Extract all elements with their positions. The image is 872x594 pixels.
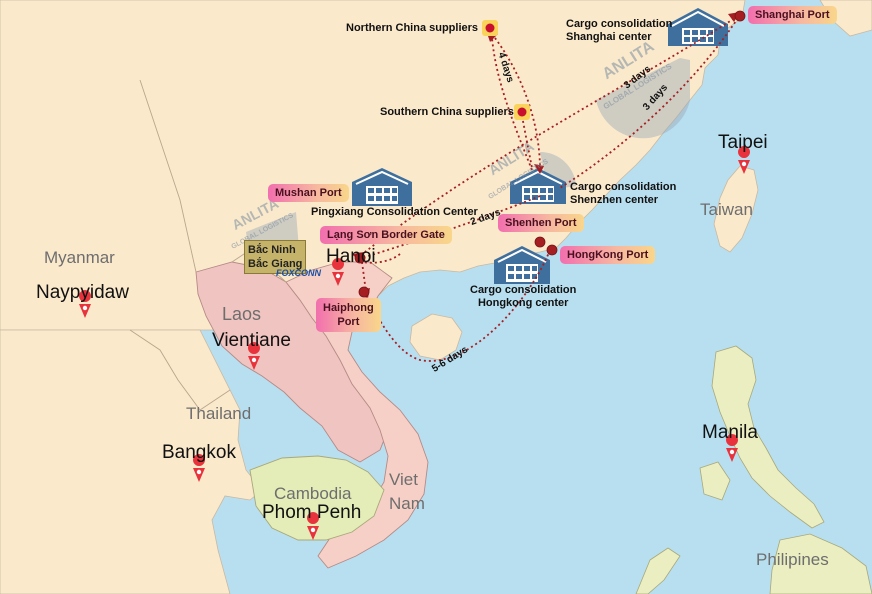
port-badge-haiphong-line2: Port [337, 316, 360, 328]
arrow-head-shenzhen [534, 164, 544, 174]
node-hongkong-port [546, 244, 558, 256]
warehouse-icon-hongkong [494, 246, 550, 284]
pin-icon-manila [726, 434, 739, 462]
city-label-naypyidaw: Naypyidaw [36, 282, 129, 303]
country-label-laos: Laos [222, 304, 262, 324]
node-hanoi [354, 252, 366, 264]
pin-icon-phnom-penh [307, 512, 320, 540]
country-label-thailand: Thailand [186, 404, 252, 423]
route-shanghai-to-hanoi [359, 15, 739, 257]
philippines-southern-islands [769, 533, 872, 594]
supplier-marker-northern [482, 20, 498, 36]
supplier-label-northern: Northern China suppliers [346, 22, 479, 34]
center-label-pingxiang: Pingxiang Consolidation Center [311, 206, 478, 218]
pin-icon-bangkok [193, 454, 206, 482]
center-label-shanghai-line2: Shanghai center [566, 31, 652, 43]
hainan-island [409, 313, 463, 361]
node-shenzhen-port [534, 236, 546, 248]
city-label-bangkok: Bangkok [162, 442, 236, 463]
pin-dot-taipei [741, 161, 747, 167]
myanmar-thailand-border [129, 329, 231, 411]
node-haiphong [358, 286, 370, 298]
city-label-vientiane: Vientiane [212, 330, 291, 351]
country-label-viet: Viet [389, 470, 418, 489]
city-label-phnom-penh: Phom Penh [262, 502, 362, 523]
route-northern-to-shenzhen [491, 33, 541, 171]
philippines-mindoro-island [699, 461, 731, 501]
warehouse-icon-pingxiang [352, 168, 412, 206]
cambodia-area [249, 455, 385, 541]
center-label-hongkong-line2: Hongkong center [477, 297, 569, 309]
port-badge-hongkong: HongKong Port [560, 246, 656, 264]
pin-dot-phnom-penh [310, 527, 316, 533]
country-label-cambodia: Cambodia [274, 484, 352, 503]
pin-dot-vientiane [251, 357, 257, 363]
supplier-marker-southern [514, 104, 530, 120]
pin-icon-naypyidaw [79, 290, 92, 318]
pin-icon-taipei [738, 146, 751, 174]
country-label-philippines: Philipines [756, 550, 829, 569]
city-label-manila: Manila [702, 422, 758, 443]
pin-icon-vientiane [248, 341, 261, 370]
country-label-myanmar: Myanmar [44, 248, 115, 267]
center-label-hongkong: Cargo consolidation Hongkong center [470, 284, 576, 310]
bac-ninh-label: Bắc Ninh [248, 244, 296, 256]
center-label-shanghai-line1: Cargo consolidation [566, 18, 673, 30]
country-label-nam: Nam [389, 494, 425, 513]
center-label-shenzhen-line1: Cargo consolidation [570, 181, 677, 193]
center-label-shanghai: Cargo consolidation Shanghai center [566, 18, 672, 44]
city-label-hanoi: Hanoi [326, 246, 376, 267]
pin-dot-naypyidaw [82, 305, 88, 311]
taiwan-island [713, 165, 759, 253]
center-label-shenzhen: Cargo consolidation Shenzhen center [570, 181, 676, 207]
bac-ninh-bac-giang-box: Bắc Ninh Bắc Giang [244, 240, 307, 274]
pin-icon-hanoi [332, 258, 345, 286]
pin-dot-bangkok [196, 469, 202, 475]
route-shanghai-to-shenzhen [559, 17, 739, 189]
pin-dot-hanoi [335, 273, 341, 279]
port-badge-shanghai: Shanghai Port [748, 6, 837, 24]
port-badge-shenzhen: Shenhen Port [498, 214, 584, 232]
warehouse-icon-shanghai [668, 8, 728, 46]
country-label-taiwan: Taiwan [700, 200, 753, 219]
center-label-shenzhen-line2: Shenzhen center [570, 194, 659, 206]
supplier-label-southern: Southern China suppliers [380, 106, 514, 118]
port-badge-mushan: Mushan Port [268, 184, 349, 202]
port-badge-haiphong-line1: Haiphong [323, 302, 374, 314]
node-shanghai [734, 10, 746, 22]
foxconn-logo: FOXCONN [276, 268, 321, 278]
pin-dot-manila [729, 449, 735, 455]
route-langson-to-hanoi [361, 253, 401, 264]
port-badge-haiphong: Haiphong Port [316, 298, 381, 332]
watermark-arc-shanghai [596, 58, 690, 139]
route-hongkong-to-haiphong [365, 249, 551, 362]
city-label-taipei: Taipei [718, 132, 768, 153]
philippines-palawan-island [635, 547, 681, 594]
bac-giang-label: Bắc Giang [248, 258, 303, 270]
center-label-hongkong-line1: Cargo consolidation [470, 284, 577, 296]
port-badge-lang-son: Lạng Sơn Border Gate [320, 226, 452, 244]
